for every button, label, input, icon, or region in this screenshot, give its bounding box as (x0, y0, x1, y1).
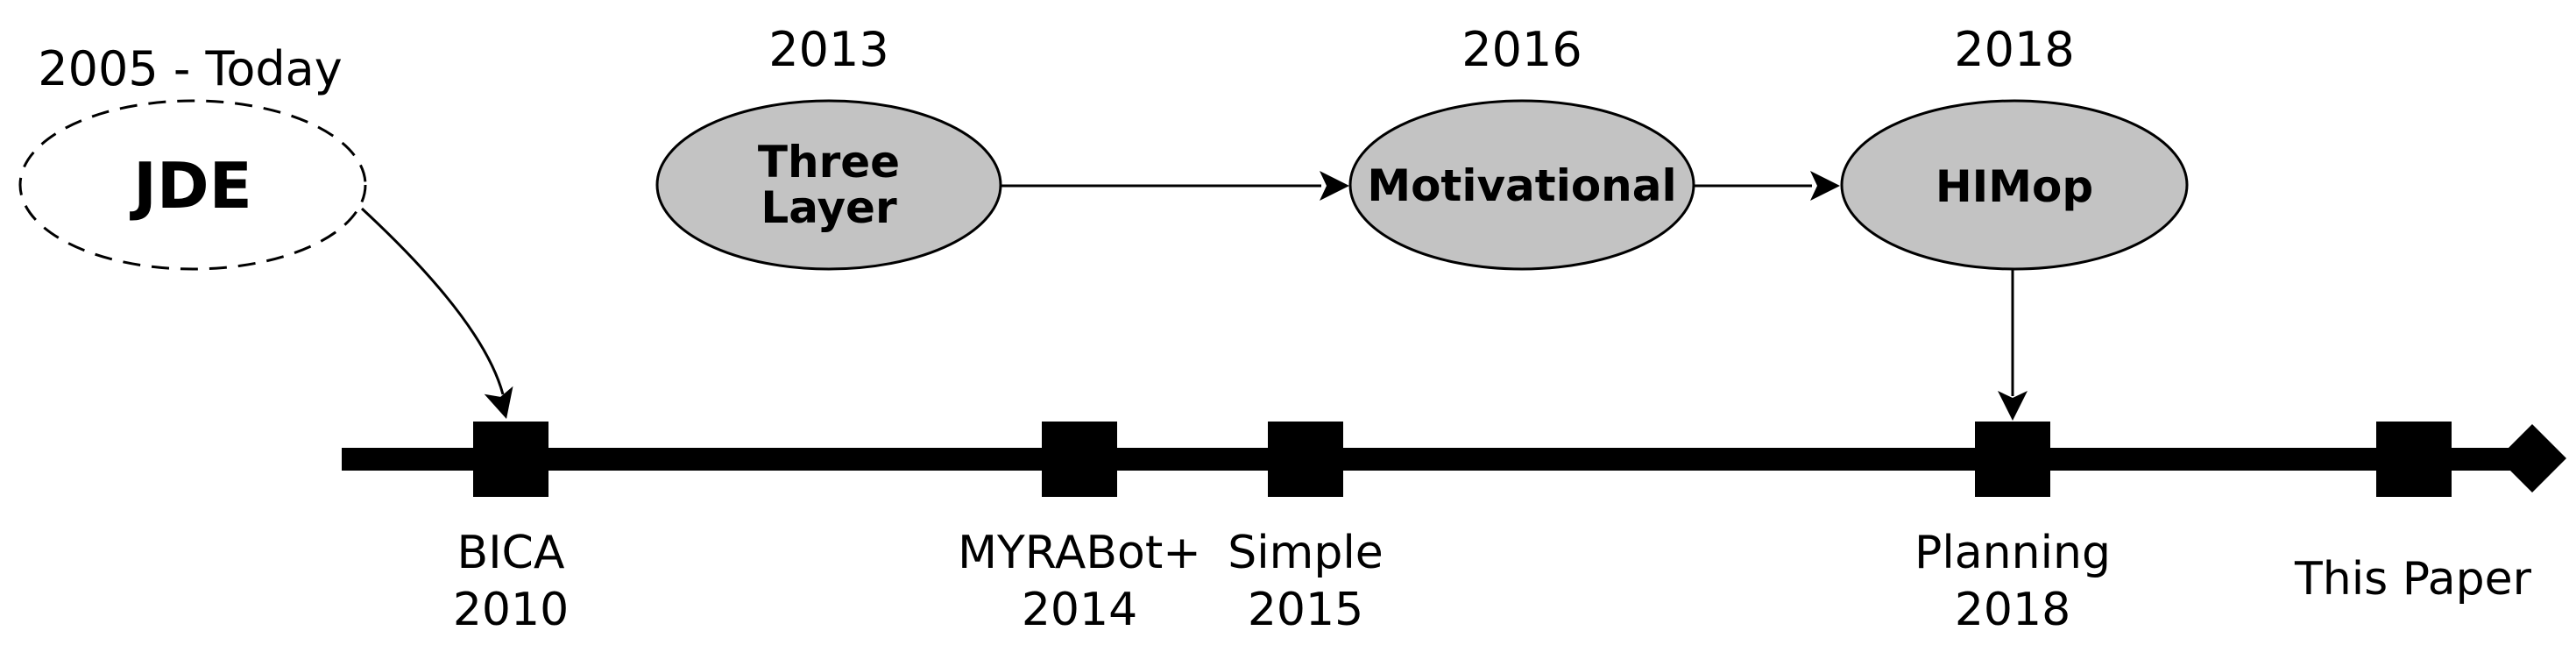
jde-period-label: 2005 - Today (38, 41, 342, 96)
edge-jde-to-bica-line (360, 207, 505, 395)
timeline-event-name: Simple (1228, 527, 1384, 579)
timeline-end-diamond-icon (2498, 424, 2566, 493)
three-layer-year-label: 2013 (768, 22, 888, 77)
node-jde-label: JDE (129, 149, 252, 223)
timeline-marker-simple (1268, 422, 1343, 497)
timeline-event-label-bica: BICA 2010 (453, 527, 569, 636)
edge-motivational-to-himop-arrowhead-icon (1810, 171, 1840, 201)
node-himop (1840, 99, 2189, 271)
timeline-event-label-planning: Planning 2018 (1914, 527, 2111, 636)
timeline-event-label-this-paper: This Paper (2294, 553, 2532, 606)
edge-three-layer-to-motivational (1001, 171, 1349, 201)
node-three-layer-label-line1: Three (758, 137, 900, 188)
timeline-marker-bica (473, 422, 548, 497)
node-three-layer-label-line2: Layer (761, 182, 897, 233)
edge-himop-to-planning (1998, 269, 2028, 421)
timeline-event-name: This Paper (2294, 553, 2532, 606)
himop-year-label: 2018 (1954, 22, 2074, 77)
timeline-marker-myrabot (1042, 422, 1117, 497)
edge-motivational-to-himop (1694, 171, 1840, 201)
node-jde (18, 99, 367, 271)
timeline-event-name: Planning (1914, 527, 2111, 579)
timeline-event-year: 2018 (1955, 584, 2070, 636)
node-himop-label: HIMop (1936, 161, 2093, 212)
timeline-event-year: 2015 (1248, 584, 1363, 636)
timeline-event-name: BICA (457, 527, 565, 579)
edge-jde-to-bica-arrowhead-icon (484, 386, 513, 419)
timeline-event-name: MYRABot+ (958, 527, 1201, 579)
timeline-event-label-simple: Simple 2015 (1228, 527, 1384, 636)
timeline-event-label-myrabot: MYRABot+ 2014 (958, 527, 1201, 636)
timeline-axis (342, 448, 2532, 471)
motivational-year-label: 2016 (1461, 22, 1582, 77)
edge-jde-to-bica (360, 207, 513, 419)
edge-himop-to-planning-arrowhead-icon (1998, 391, 2028, 421)
timeline-event-year: 2010 (453, 584, 569, 636)
edge-three-layer-to-motivational-arrowhead-icon (1320, 171, 1349, 201)
timeline-marker-planning (1975, 422, 2050, 497)
node-motivational-label: Motivational (1367, 160, 1676, 211)
timeline-event-year: 2014 (1022, 584, 1137, 636)
timeline-marker-this-paper (2376, 422, 2452, 497)
